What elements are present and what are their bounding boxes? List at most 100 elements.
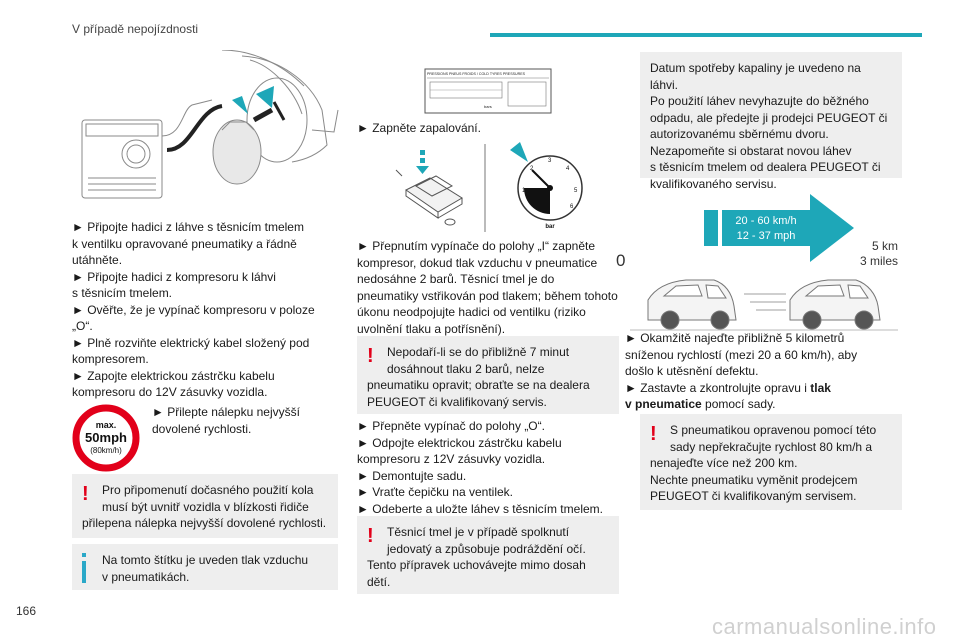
warning-line: dosáhnout tlaku 2 barů, nelze (387, 361, 545, 376)
warning-line: musí být uvnitř vozidla v blízkosti řidi… (102, 499, 309, 514)
gauge-tick: 5 (574, 188, 578, 194)
disposal-line: Datum spotřeby kapaliny je uvedeno na lá… (650, 61, 861, 92)
page-header-title: V případě nepojízdnosti (72, 22, 199, 36)
warning-line: PEUGEOT či kvalifikovaným servisem. (650, 489, 857, 503)
left-step-line: utáhněte. (72, 253, 123, 267)
gauge-tick: 6 (570, 204, 574, 210)
label-unit: bars (484, 104, 492, 109)
page-number: 166 (16, 604, 37, 618)
warning-line: sady nepřekračujte rychlost 80 km/h a (670, 439, 873, 454)
warning-icon: ! (650, 423, 657, 445)
warning-first-line: S pneumatikou opravenou pomocí této (670, 423, 877, 437)
disposal-line: Nezapomeňte si obstarat novou láhev (650, 143, 852, 158)
gauge-tick: 3 (548, 158, 552, 164)
warning-line: nenajeďte více než 200 km. (650, 456, 798, 470)
paragraph-line: kompresor, dokud tlak vzduchu v pneumati… (357, 255, 598, 270)
disposal-info-box: Datum spotřeby kapaliny je uvedeno na lá… (640, 52, 902, 191)
paragraph-line: úkonu neodpojujte hadici od ventilku (ri… (357, 305, 586, 319)
label-title: PRESSIONS PNEUS FROIDS / COLD TYRES PRES… (427, 72, 526, 76)
check-line: ► Zastavte a zkontrolujte opravu i tlak (625, 380, 900, 397)
drive-instructions: ► Okamžitě najeďte přibližně 5 kilometrů… (625, 330, 900, 413)
step-line: ► Odpojte elektrickou zástrčku kabelu (357, 435, 562, 450)
info-icon (82, 553, 86, 583)
sticker-max-text: max. (96, 420, 117, 430)
warning-box-speed-limit: ! S pneumatikou opravenou pomocí této sa… (640, 414, 902, 510)
check-bold-pneumatice: v pneumatice (625, 397, 702, 411)
disposal-line: s těsnicím tmelem od dealera PEUGEOT či (650, 160, 881, 174)
sticker-instruction: ► Přilepte nálepku nejvyšší dovolené ryc… (152, 404, 342, 437)
check-suffix: pomocí sady. (701, 397, 776, 411)
warning-icon: ! (367, 345, 374, 367)
warning-box-toxic: ! Těsnicí tmel je v případě spolknutí je… (357, 516, 619, 594)
speed-mph-label: 12 - 37 mph (737, 230, 796, 242)
step-line: ► Demontujte sadu. (357, 468, 467, 483)
distance-miles-label: 3 miles (860, 254, 898, 268)
left-step-line: „O“. (72, 319, 93, 333)
drive-line: došlo k utěsnění defektu. (625, 364, 759, 378)
drive-line: sníženou rychlostí (mezi 20 a 60 km/h), … (625, 347, 858, 362)
left-step-line: ► Připojte hadici z láhve s těsnicím tme… (72, 220, 304, 234)
compressor-paragraph: ► Přepnutím vypínače do polohy „I“ zapně… (357, 238, 629, 337)
warning-line: Nechte pneumatiku vyměnit prodejcem (650, 472, 858, 487)
compressor-illustration (72, 49, 342, 210)
drive-speed-diagram: 20 - 60 km/h 12 - 37 mph 0 5 km 3 miles (614, 190, 904, 340)
gauge-unit: bar (545, 224, 555, 230)
disconnect-steps: ► Přepněte vypínač do polohy „O“. ► Odpo… (357, 418, 629, 517)
disposal-line: Po použití láhev nevyhazujte do běžného (650, 94, 869, 108)
switch-and-gauge-illustration: 1 2 3 4 5 6 bar (392, 142, 602, 234)
ignition-line: ► Zapněte zapalování. (357, 121, 481, 135)
left-step-line: kompresorem. (72, 352, 149, 366)
sticker-line: ► Přilepte nálepku nejvyšší (152, 405, 300, 419)
tyre-pressure-label-illustration: PRESSIONS PNEUS FROIDS / COLD TYRES PRES… (424, 68, 552, 114)
left-step-line: kompresoru do 12V zásuvky vozidla. (72, 385, 268, 399)
warning-first-line: Nepodaří-li se do přibližně 7 minut (387, 345, 570, 359)
left-step-line: ► Připojte hadici z kompresoru k láhvi (72, 269, 276, 284)
left-step-line: ► Zapojte elektrickou zástrčku kabelu (72, 368, 275, 383)
step-line: ► Odeberte a uložte láhev s těsnicím tme… (357, 501, 603, 516)
car-illustration-start (647, 279, 737, 330)
paragraph-line: nedosáhne 2 barů. Těsnicí tmel je do (357, 272, 555, 286)
watermark: carmanualsonline.info (712, 614, 937, 639)
left-step-line: k ventilku opravované pneumatiky a řádně (72, 236, 297, 251)
disposal-line: kvalifikovaného servisu. (650, 176, 777, 191)
gauge-tick: 1 (522, 188, 526, 194)
header-accent-bar (490, 33, 922, 37)
warning-icon: ! (82, 483, 89, 505)
step-line: ► Přepněte vypínač do polohy „O“. (357, 419, 545, 433)
warning-first-line: Pro připomenutí dočasného použití kola (102, 483, 314, 497)
sticker-line: dovolené rychlosti. (152, 421, 252, 436)
left-steps: ► Připojte hadici z láhve s těsnicím tme… (72, 219, 342, 401)
warning-line: přilepena nálepka nejvyšší dovolené rych… (82, 516, 327, 530)
paragraph-line: uvolnění tlaku a potřísnění). (357, 321, 506, 336)
warning-line: PEUGEOT či kvalifikovaný servis. (367, 394, 547, 409)
speed-kmh-label: 20 - 60 km/h (735, 215, 796, 227)
warning-first-line: Těsnicí tmel je v případě spolknutí (387, 525, 570, 539)
check-line-2: v pneumatice pomocí sady. (625, 396, 900, 413)
distance-km-label: 5 km (872, 239, 898, 253)
check-prefix: ► Zastavte a zkontrolujte opravu i (625, 380, 811, 395)
sticker-kmh-text: (80km/h) (90, 446, 122, 455)
speed-limit-sticker: max. 50mph (80km/h) (72, 404, 140, 472)
paragraph-line: pneumatiky vstřikován pod tlakem; během … (357, 288, 618, 303)
info-first-line: Na tomto štítku je uveden tlak vzduchu (102, 553, 309, 567)
info-line: v pneumatikách. (102, 569, 190, 584)
warning-line: pneumatiku opravit; obraťte se na dealer… (367, 378, 590, 392)
check-bold-tlak: tlak (810, 380, 831, 395)
disposal-line: odpadu, ale předejte ji prodejci PEUGEOT… (650, 110, 888, 125)
left-step-line: ► Ověřte, že je vypínač kompresoru v pol… (72, 302, 315, 317)
distance-start-label: 0 (616, 251, 625, 270)
warning-line: dětí. (367, 574, 391, 589)
info-box-pressure: Na tomto štítku je uveden tlak vzduchu v… (72, 544, 338, 590)
warning-box-pressure: ! Nepodaří-li se do přibližně 7 minut do… (357, 336, 619, 414)
car-illustration-end (789, 279, 881, 330)
sticker-speed-text: 50mph (85, 430, 127, 445)
warning-line: Tento přípravek uchovávejte mimo dosah (367, 558, 586, 572)
disposal-line: autorizovanému sběrnému dvoru. (650, 127, 829, 141)
paragraph-line: ► Přepnutím vypínače do polohy „I“ zapně… (357, 239, 596, 253)
left-step-line: s těsnicím tmelem. (72, 286, 173, 300)
ignition-step: ► Zapněte zapalování. (357, 120, 627, 137)
warning-line: jedovatý a způsobuje podráždění očí. (387, 541, 586, 556)
warning-box-sticker: ! Pro připomenutí dočasného použití kola… (72, 474, 338, 538)
gauge-tick: 4 (566, 166, 570, 172)
left-step-line: ► Plně rozviňte elektrický kabel složený… (72, 335, 310, 350)
